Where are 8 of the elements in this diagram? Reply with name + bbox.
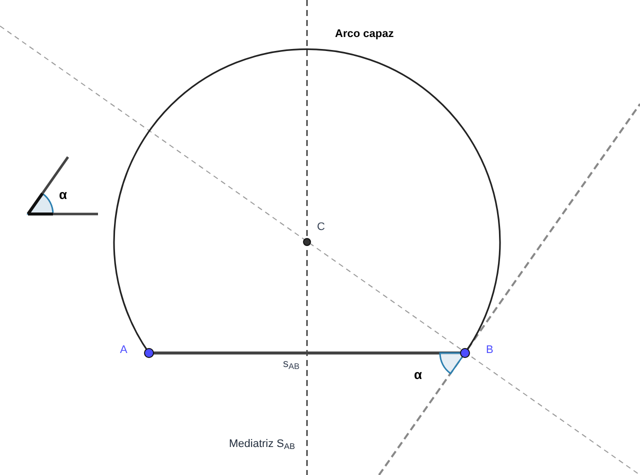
segment-label: s$_{AB}$ [283,359,300,370]
point-label: A [120,345,128,356]
point-label: B [486,345,494,356]
arc-title: Arco capaz [335,29,394,40]
point-label: C [317,222,325,233]
angle-label: α [414,368,422,381]
angle-label: α [59,188,67,201]
bisector-label: Mediatriz S$_{AB}$ [229,439,296,450]
